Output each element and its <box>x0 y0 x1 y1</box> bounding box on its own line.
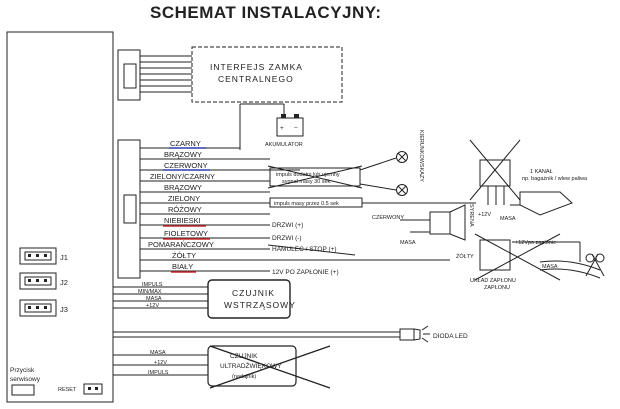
ultra-sensor-line1: CZUJNIK <box>230 353 258 360</box>
siren-ground-label: MASA <box>400 240 416 246</box>
service-button-label-2: serwisowy <box>10 376 41 383</box>
relay-note-2: np. bagażnik / wlew paliwa <box>522 176 588 182</box>
svg-text:+: + <box>280 125 284 132</box>
shock-wire-2: MIN/MAX <box>138 289 162 295</box>
wire-label-11: ŻÓŁTY <box>172 251 196 260</box>
wire-label-12: BIAŁY <box>172 262 193 271</box>
wire-label-1: CZARNY <box>170 139 201 148</box>
service-button-label-1: Przycisk <box>10 367 35 374</box>
svg-text:−: − <box>294 125 298 132</box>
service-button[interactable] <box>11 384 35 396</box>
main-connector <box>117 139 141 279</box>
ultra-wire-3: IMPULS <box>148 370 169 376</box>
doors-minus: DRZWI (-) <box>272 235 302 242</box>
scissors-icon <box>585 253 605 277</box>
blinker-cross-b <box>267 165 363 189</box>
control-unit <box>6 31 114 403</box>
ignition-yellow: ŻÓŁTY <box>456 253 474 260</box>
jumper-j2[interactable] <box>19 272 57 290</box>
reset-label: RESET <box>58 387 77 393</box>
ignition-label-2: ZAPŁONU <box>484 285 510 291</box>
jumper-j2-label: J2 <box>60 278 68 287</box>
plus12v-label: +12V <box>478 212 491 218</box>
jumper-j1-label: J1 <box>60 253 68 262</box>
hood-cross <box>267 244 356 256</box>
relay-note-1: 1 KANAŁ <box>530 169 553 175</box>
lock-connector <box>117 49 192 101</box>
blinker-lamps <box>359 151 408 196</box>
shock-sensor-box <box>207 279 291 319</box>
battery: + − <box>239 103 304 150</box>
ignition-plus12v: +12Vpo zapłonie <box>515 240 556 246</box>
lock-interface-line1: INTERFEJS ZAMKA <box>210 62 303 72</box>
reset-pin <box>95 387 98 390</box>
wire-label-7: RÓŻOWY <box>168 205 202 214</box>
reset-button[interactable] <box>83 383 103 395</box>
ignition-ground: MASA <box>542 264 558 270</box>
wire-label-9: FIOLETOWY <box>164 229 208 238</box>
blinker-note-2: sygnał masy 30 sek. <box>282 179 332 185</box>
shock-wire-4: +12V <box>146 303 159 309</box>
ultra-sensor-line2: ULTRADŹWIĘKOWY <box>220 361 282 370</box>
doors-plus: DRZWI (+) <box>272 222 303 229</box>
ignition-note: 12V PO ZAPŁONIE (+) <box>272 269 339 276</box>
impulse-note: impuls masy przez 0.5 sek <box>274 201 339 207</box>
lock-interface-box <box>191 46 343 103</box>
wire-label-5: BRĄZOWY <box>164 183 202 192</box>
ignition-system <box>474 233 601 281</box>
siren-label: SYRENA <box>468 204 474 227</box>
wire-label-3: CZERWONY <box>164 161 208 170</box>
relay-ground: MASA <box>500 216 516 222</box>
led-wires <box>113 325 430 343</box>
ultra-wire-2: +12V <box>154 360 167 366</box>
shock-sensor-wires <box>113 286 208 309</box>
wire-labels: CZARNY BRĄZOWY CZERWONY ZIELONY/CZARNY B… <box>148 139 215 271</box>
ultra-sensor-box <box>207 345 297 387</box>
ignition-label-1: UKŁAD ZAPŁONU <box>470 278 516 284</box>
blinkers-label: KIERUNKOWSKAZY <box>418 130 424 182</box>
battery-label: AKUMULATOR <box>265 142 303 148</box>
shock-sensor-line1: CZUJNIK <box>232 288 275 298</box>
blinker-note-box <box>269 167 361 187</box>
wire-label-10: POMARAŃCZOWY <box>148 240 214 249</box>
shock-wire-1: IMPULS <box>142 282 163 288</box>
wire-label-2: BRĄZOWY <box>164 150 202 159</box>
diagram-title: SCHEMAT INSTALACYJNY: <box>150 3 382 22</box>
jumper-j3[interactable] <box>19 299 57 317</box>
ultra-sensor-line3: (nadajnik) <box>232 374 256 380</box>
siren-wire-label: CZERWONY <box>372 215 404 221</box>
led-label: DIODA LED <box>433 333 468 340</box>
wire-underlines <box>163 147 210 273</box>
siren <box>400 204 466 241</box>
ultra-sensor-wires <box>113 354 208 376</box>
wire-label-8: NIEBIESKI <box>164 216 201 225</box>
reset-pin <box>88 387 91 390</box>
relay-module <box>469 139 573 216</box>
ultra-cross-b <box>209 345 331 389</box>
jumper-j3-label: J3 <box>60 305 68 314</box>
jumper-j1[interactable] <box>19 247 57 265</box>
shock-sensor-line2: WSTRZĄSOWY <box>224 300 296 310</box>
wire-label-6: ZIELONY <box>168 194 200 203</box>
lock-interface-line2: CENTRALNEGO <box>218 74 294 84</box>
ultra-wire-1: MASA <box>150 350 166 356</box>
shock-wire-3: MASA <box>146 296 162 302</box>
wire-label-4: ZIELONY/CZARNY <box>150 172 215 181</box>
